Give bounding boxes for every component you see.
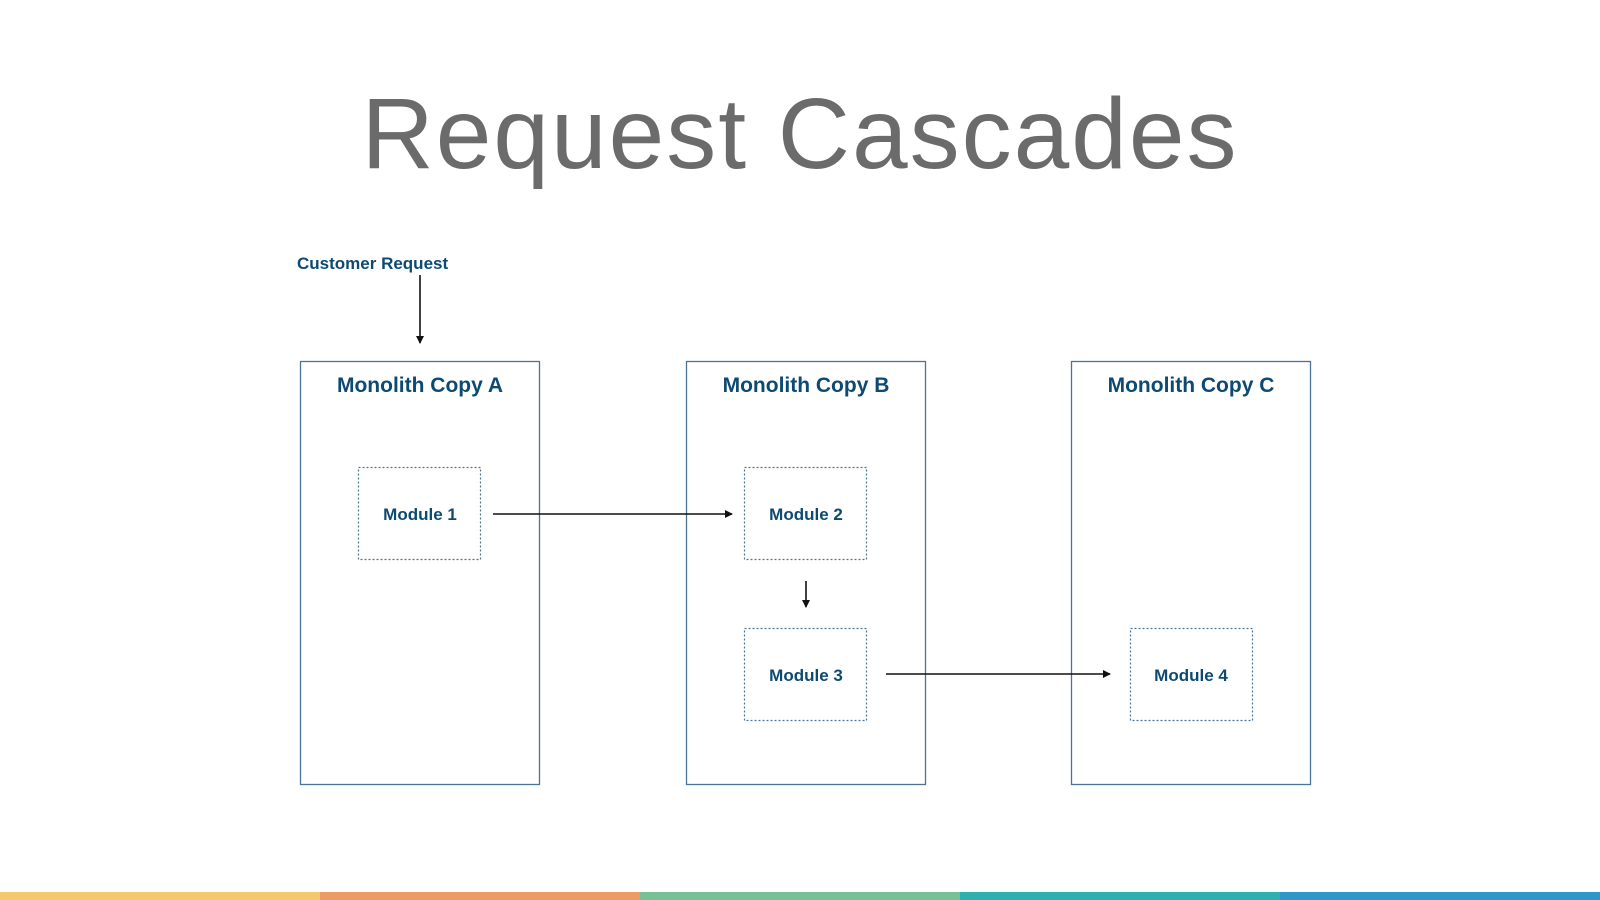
footer-segment-teal bbox=[960, 892, 1280, 900]
module-1-label: Module 1 bbox=[383, 505, 457, 524]
monolith-copy-c-box bbox=[1070, 360, 1312, 786]
footer-segment-blue bbox=[1280, 892, 1600, 900]
monolith-copy-c-label: Monolith Copy C bbox=[1108, 374, 1275, 397]
monolith-copy-b-label: Monolith Copy B bbox=[723, 374, 890, 397]
monolith-copy-a-label: Monolith Copy A bbox=[337, 374, 503, 397]
module-3-label: Module 3 bbox=[769, 666, 843, 685]
module-4-label: Module 4 bbox=[1154, 666, 1228, 685]
footer-segment-orange bbox=[320, 892, 640, 900]
slide-title: Request Cascades bbox=[361, 78, 1239, 190]
module-2-box bbox=[743, 466, 868, 561]
module-1-box bbox=[357, 466, 482, 561]
monolith-copy-a-box bbox=[299, 360, 541, 786]
footer-segment-yellow bbox=[0, 892, 320, 900]
module-3-box bbox=[743, 627, 868, 722]
footer-color-bar bbox=[0, 892, 1600, 900]
monolith-copy-b-box bbox=[685, 360, 927, 786]
module-4-box bbox=[1129, 627, 1254, 722]
module-2-label: Module 2 bbox=[769, 505, 843, 524]
customer-request-label: Customer Request bbox=[297, 254, 448, 273]
footer-segment-green bbox=[640, 892, 960, 900]
